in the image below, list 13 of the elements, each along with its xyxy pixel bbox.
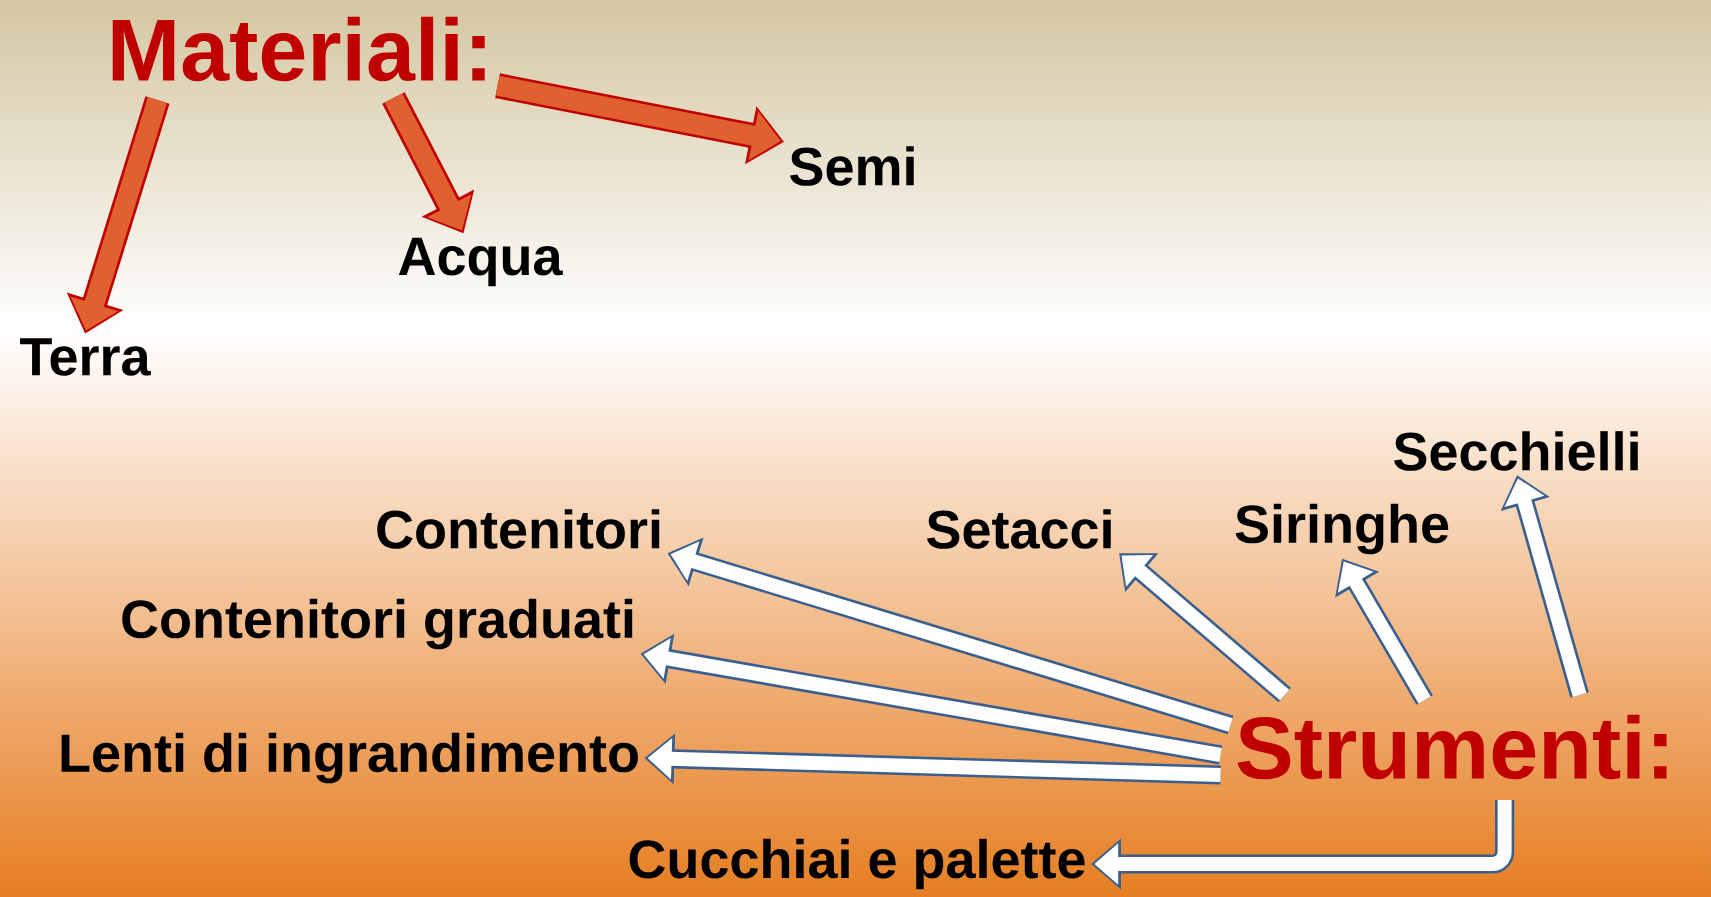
- item-label: Contenitori graduati: [122, 598, 633, 650]
- item-label: Lenti di ingrandimento: [61, 732, 638, 784]
- heading-text: Materiali:: [112, 16, 485, 82]
- item-label: Secchielli: [1394, 431, 1638, 471]
- block-arrow: [1119, 553, 1291, 703]
- item-label: Terra: [20, 338, 151, 376]
- item-label: Contenitori: [377, 509, 660, 549]
- item-label: Setacci: [927, 509, 1111, 549]
- item-label: Cucchiai e palette: [629, 838, 1085, 890]
- item-label: Acqua: [398, 237, 563, 287]
- item-label: Semi: [790, 146, 914, 186]
- item-label: Siringhe: [1235, 503, 1449, 555]
- heading-text: Strumenti:: [1237, 714, 1667, 780]
